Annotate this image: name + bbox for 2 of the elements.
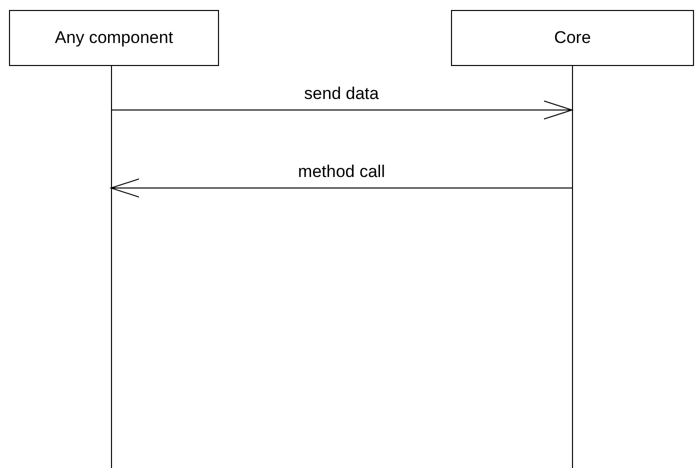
message-arrow [110,178,572,198]
message-arrow [110,100,572,120]
